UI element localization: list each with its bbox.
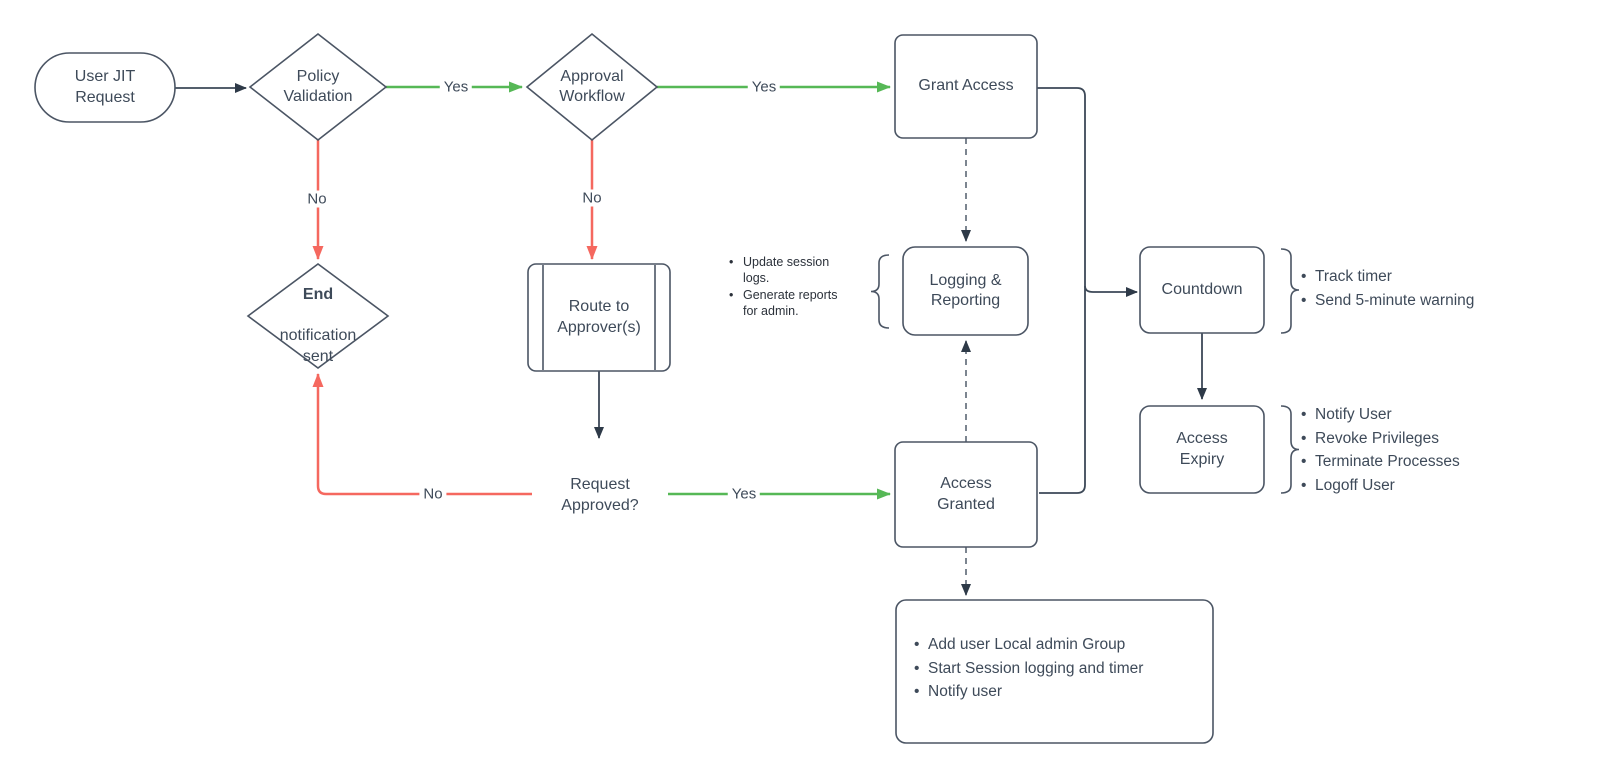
route-to-approvers-box [527, 263, 671, 372]
countdown-note-item: Track timer [1300, 265, 1474, 289]
logging-notes-list: Update session logs. Generate reports fo… [728, 254, 846, 319]
expiry-notes-list: Notify User Revoke Privileges Terminate … [1300, 403, 1460, 497]
approval-workflow-diamond [525, 32, 659, 142]
start-terminator-shape [34, 52, 176, 123]
granted-action-item: Notify user [913, 680, 1143, 704]
access-expiry-box [1139, 405, 1265, 494]
granted-action-item: Start Session logging and timer [913, 657, 1143, 681]
countdown-notes-list: Track timer Send 5-minute warning [1300, 265, 1474, 312]
expiry-note-item: Logoff User [1300, 474, 1460, 498]
expiry-note-item: Terminate Processes [1300, 450, 1460, 474]
countdown-notes-right-brace [1280, 248, 1300, 334]
logging-note-item: Generate reports for admin. [728, 287, 846, 320]
end-notification-diamond [246, 263, 390, 369]
grant-access-box [894, 34, 1038, 139]
countdown-note-item: Send 5-minute warning [1300, 289, 1474, 313]
edge-trunk-to-countdown [1084, 285, 1138, 297]
edge-label-request-no: No [419, 485, 447, 503]
logging-reporting-box [902, 246, 1029, 336]
edge-trunk-grant-granted [1037, 87, 1086, 494]
granted-action-item: Add user Local admin Group [913, 633, 1143, 657]
countdown-box [1139, 246, 1265, 334]
edge-request-no [312, 373, 532, 496]
expiry-note-item: Notify User [1300, 403, 1460, 427]
access-granted-box [894, 441, 1038, 548]
edge-label-approval-yes: Yes [747, 78, 781, 96]
logging-notes-left-brace [870, 254, 890, 329]
expiry-notes-right-brace [1280, 405, 1300, 494]
policy-validation-diamond [248, 32, 388, 142]
granted-actions-list: Add user Local admin Group Start Session… [913, 633, 1143, 704]
edge-label-policy-no: No [303, 190, 331, 208]
expiry-note-item: Revoke Privileges [1300, 427, 1460, 451]
logging-note-item: Update session logs. [728, 254, 846, 287]
edge-label-request-yes: Yes [727, 485, 761, 503]
edge-label-approval-no: No [578, 189, 606, 207]
edge-label-policy-yes: Yes [439, 78, 473, 96]
